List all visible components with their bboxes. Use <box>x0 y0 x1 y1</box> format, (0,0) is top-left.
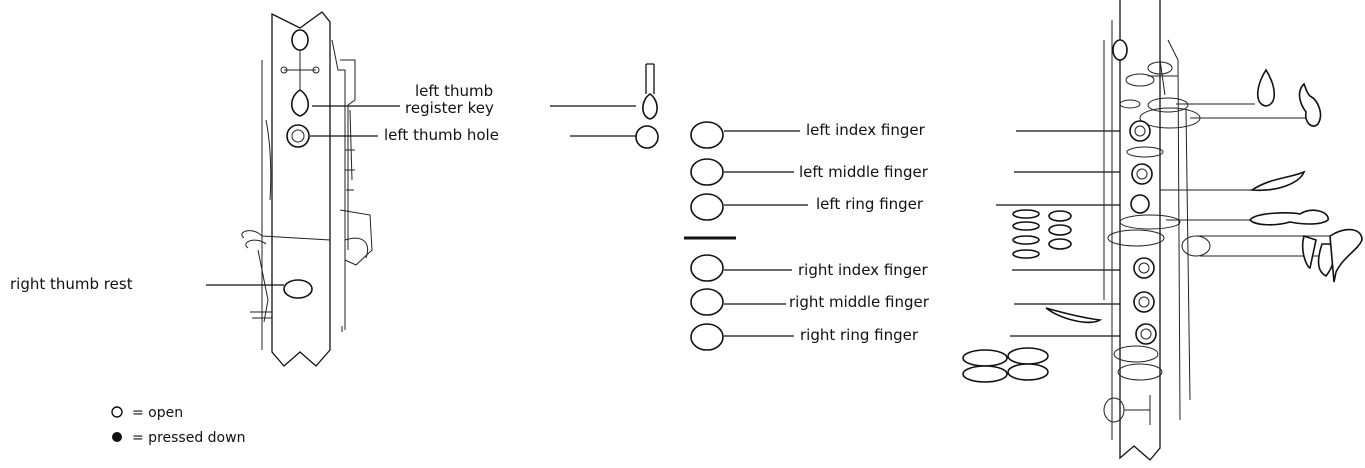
label-left-thumb-hole: left thumb hole <box>384 126 499 144</box>
side-key-shapes <box>1045 68 1363 324</box>
label-left-middle-finger: left middle finger <box>799 163 929 181</box>
legend-pressed: = pressed down <box>132 430 245 446</box>
clarinet-back-view <box>241 11 373 367</box>
left-thumb-hole-icon <box>286 124 310 148</box>
register-key-symbol <box>642 63 658 120</box>
label-left-index-finger: left index finger <box>806 121 926 139</box>
legend-open: = open <box>132 405 183 421</box>
label-left-ring-finger: left ring finger <box>816 195 924 213</box>
thumb-hole-symbol <box>635 125 659 149</box>
label-right-middle-finger: right middle finger <box>789 293 930 311</box>
thumb-rest-icon <box>283 279 313 299</box>
label-register-key: register key <box>405 99 494 117</box>
pinky-key-ovals-lower <box>962 347 1049 383</box>
register-key-top-icon <box>291 29 309 51</box>
pinky-key-ovals-upper <box>1012 209 1072 259</box>
label-right-index-finger: right index finger <box>798 261 929 279</box>
register-key-icon <box>290 89 310 117</box>
open-hole-icon <box>111 406 123 418</box>
pressed-hole-icon <box>112 432 122 442</box>
label-right-ring-finger: right ring finger <box>800 326 919 344</box>
legend: = open = pressed down <box>111 405 245 446</box>
clarinet-front-view <box>1103 0 1340 461</box>
finger-hole-symbols <box>684 121 736 351</box>
label-left-thumb: left thumb <box>415 82 493 100</box>
label-right-thumb-rest: right thumb rest <box>10 275 133 293</box>
